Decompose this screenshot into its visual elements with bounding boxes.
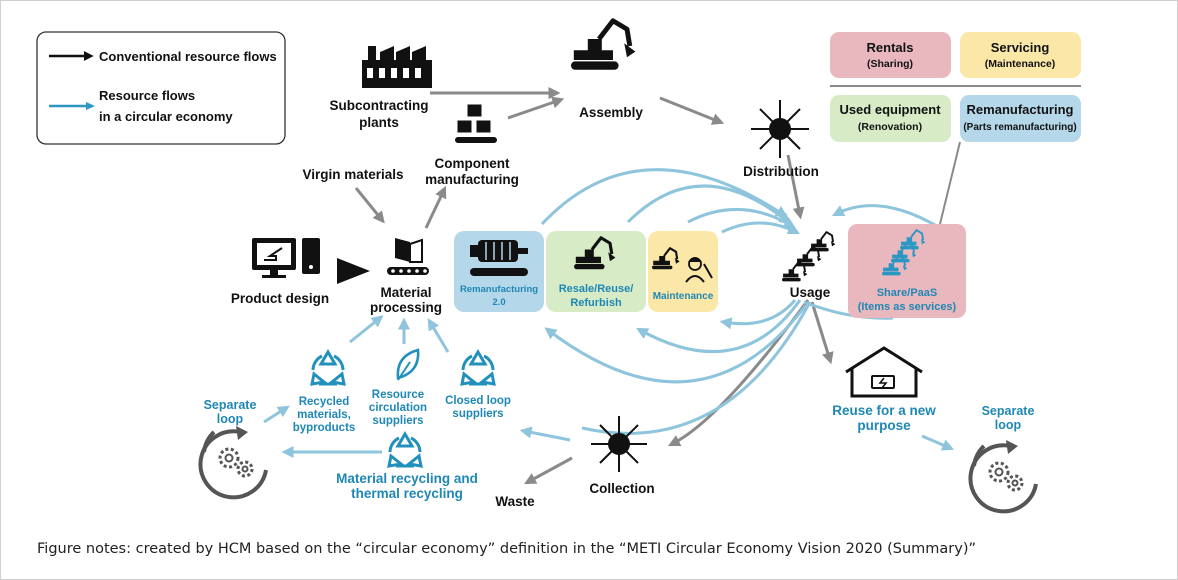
usage-excavator-icon-3 <box>781 261 809 283</box>
factory-icon <box>362 46 432 88</box>
resale-label-1: Resale/Reuse/ <box>559 283 634 295</box>
share-paas-box <box>848 224 966 318</box>
servicing-sub-label: (Maintenance) <box>985 58 1056 70</box>
resource-circulation-label-1: Resource <box>372 389 424 401</box>
recycling-label-2: thermal recycling <box>351 486 463 501</box>
used-equipment-sub-label: (Renovation) <box>858 121 922 133</box>
material-processing-label-2: processing <box>370 300 442 315</box>
servicing-label: Servicing <box>991 40 1050 55</box>
remanufacturing-label: Remanufacturing <box>967 102 1074 117</box>
subcontracting-label-1: Subcontracting <box>329 98 428 113</box>
collection-label: Collection <box>589 481 654 496</box>
servicing-box <box>960 32 1081 78</box>
material-processing-label-1: Material <box>380 285 431 300</box>
collection-hub-icon <box>591 416 647 472</box>
separate-loop-right-label-1: Separate <box>982 404 1035 418</box>
reuse-purpose-label-1: Reuse for a new <box>832 403 936 418</box>
resale-label-2: Refurbish <box>570 297 622 309</box>
recycled-materials-label-2: materials, <box>297 409 351 421</box>
recycled-materials-label-3: byproducts <box>293 422 356 434</box>
reuse-purpose-label-2: purpose <box>857 418 911 433</box>
separate-loop-left-label-2: loop <box>217 412 244 426</box>
material-recycling-recycle-icon <box>387 432 423 468</box>
recycled-materials-label-1: Recycled <box>299 396 350 408</box>
distribution-hub-icon <box>751 100 809 158</box>
rentals-box <box>830 32 951 78</box>
assembly-excavator-icon <box>571 21 635 70</box>
figure-note: Figure notes: created by HCM based on th… <box>37 541 977 557</box>
reman20-label-2: 2.0 <box>492 297 505 308</box>
component-label-1: Component <box>435 156 510 171</box>
remanufacturing-box <box>960 95 1081 142</box>
design-to-processing-arrow <box>337 258 370 284</box>
legend-circular-label-1: Resource flows <box>99 88 195 103</box>
closed-loop-label-1: Closed loop <box>445 395 511 407</box>
virgin-materials-label: Virgin materials <box>302 167 403 182</box>
rentals-sub-label: (Sharing) <box>867 58 913 70</box>
subcontracting-label-2: plants <box>359 115 399 130</box>
distribution-label: Distribution <box>743 164 819 179</box>
rentals-label: Rentals <box>867 40 914 55</box>
separate-loop-left-icon <box>198 426 268 500</box>
maintenance-box <box>648 231 718 312</box>
resource-circulation-label-3: suppliers <box>372 415 423 427</box>
separate-loop-right-icon <box>968 440 1038 514</box>
conventional-flows <box>354 87 834 485</box>
material-processing-icon <box>387 238 429 275</box>
legend-circular-label-2: in a circular economy <box>99 109 233 124</box>
component-label-2: manufacturing <box>425 172 519 187</box>
product-design-label: Product design <box>231 291 329 306</box>
recycled-materials-recycle-icon <box>310 350 346 386</box>
resale-box <box>546 231 646 312</box>
closed-loop-recycle-icon <box>460 350 496 386</box>
share-label-2: (Items as services) <box>858 301 957 313</box>
monitor-icon <box>252 238 320 278</box>
share-label-1: Share/PaaS <box>877 287 938 299</box>
recycling-label-1: Material recycling and <box>336 471 478 486</box>
used-equipment-label: Used equipment <box>839 102 941 117</box>
separate-loop-left-label-1: Separate <box>204 398 257 412</box>
cubes-icon <box>455 103 497 143</box>
house-battery-icon <box>845 346 923 398</box>
separate-loop-right-label-2: loop <box>995 418 1022 432</box>
resource-circulation-label-2: circulation <box>369 402 427 414</box>
reman20-label-1: Remanufacturing <box>460 284 538 295</box>
leaf-icon <box>396 348 420 381</box>
worker-icon <box>685 257 713 283</box>
motor-icon <box>470 240 528 276</box>
usage-label: Usage <box>790 285 831 300</box>
waste-label: Waste <box>495 494 535 509</box>
remanufacturing-sub-label: (Parts remanufacturing) <box>963 122 1076 133</box>
used-equipment-box <box>830 95 951 142</box>
legend-conventional-label: Conventional resource flows <box>99 49 277 64</box>
closed-loop-label-2: suppliers <box>452 408 503 420</box>
maintenance-label: Maintenance <box>653 291 714 302</box>
assembly-label: Assembly <box>579 105 643 120</box>
circular-flows <box>263 168 955 458</box>
legend-box <box>36 31 286 145</box>
